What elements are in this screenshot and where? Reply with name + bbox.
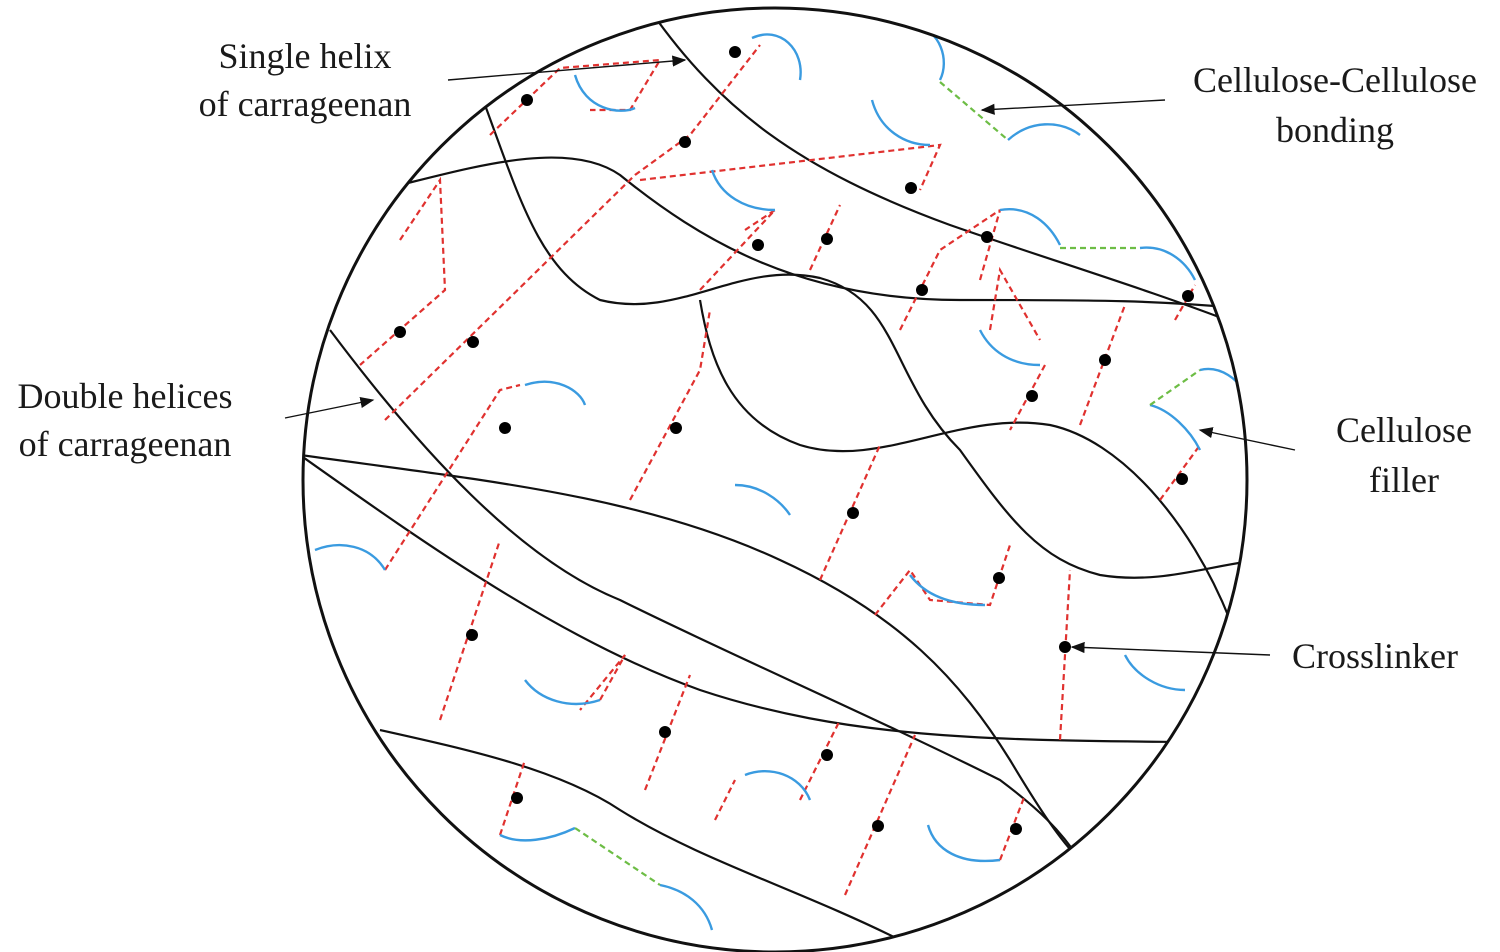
crosslinker-node — [466, 629, 478, 641]
cellulose-filler-arc — [751, 33, 802, 81]
crosslink — [978, 209, 1002, 281]
crosslink — [579, 654, 626, 711]
crosslink — [988, 266, 1041, 341]
single-helix-label: of carrageenan — [199, 84, 412, 124]
cellulose-cellulose-bonds — [574, 81, 1201, 886]
cellulose-filler-arc — [1139, 246, 1197, 281]
crosslinker-node — [847, 507, 859, 519]
cellulose-filler-arc — [909, 574, 986, 607]
cellulose-filler-arc — [524, 679, 601, 706]
cellulose-filler-arc — [573, 74, 636, 112]
crosslink — [489, 58, 663, 136]
crosslinker-node — [659, 726, 671, 738]
cellulose-filler-arc — [870, 99, 931, 147]
crosslinker-node — [679, 136, 691, 148]
crosslinker-node — [1059, 641, 1071, 653]
cellulose-filler-arc — [744, 770, 812, 801]
crosslink — [629, 309, 712, 501]
single-helix-label: Single helix — [219, 36, 392, 76]
cellulose-filler-arc — [1123, 654, 1186, 692]
double-helix-strand-d — [303, 453, 1081, 861]
cellulose-bond — [574, 827, 661, 886]
double-helix-strand-d — [303, 454, 1181, 744]
cellulose-filler-arc — [978, 329, 1041, 367]
crosslinker-node — [916, 284, 928, 296]
crosslink — [498, 759, 527, 836]
cellulose-filler-arc — [524, 380, 587, 406]
single-helix-strand-bottom — [379, 728, 901, 941]
crosslinker-pointer — [1070, 641, 1271, 656]
cellulose-filler-arc — [314, 543, 387, 571]
cellulose-filler-arc — [926, 824, 1001, 863]
cellulose-filler-arc — [710, 169, 776, 212]
crosslinker-node — [821, 233, 833, 245]
crosslink — [899, 209, 1001, 331]
crosslink — [799, 719, 841, 801]
crosslink — [384, 44, 761, 421]
crosslinker-node — [1010, 823, 1022, 835]
crosslinker-node — [467, 336, 479, 348]
cellulose-filler-arc — [1007, 123, 1081, 141]
crosslinker-node — [1099, 354, 1111, 366]
crosslink — [1159, 444, 1201, 501]
crosslink — [1058, 569, 1072, 741]
crosslinker-node — [499, 422, 511, 434]
crosslink — [1009, 364, 1046, 431]
cellulose-fillers — [314, 23, 1247, 931]
label-pointers — [284, 55, 1296, 656]
cellulose-bond — [939, 81, 1009, 141]
crosslinker-node — [993, 572, 1005, 584]
crosslinker-node — [511, 792, 523, 804]
crosslinks — [359, 44, 1201, 896]
cellulose-filler-arc — [1149, 403, 1202, 451]
cellulose-bond — [1149, 369, 1201, 406]
crosslinker-node — [752, 239, 764, 251]
crosslinker-label: Crosslinker — [1292, 636, 1458, 676]
diagram-labels: Single helix of carrageenan Cellulose-Ce… — [18, 36, 1477, 676]
crosslinker-node — [872, 820, 884, 832]
crosslinker-node — [394, 326, 406, 338]
crosslink — [1174, 284, 1196, 321]
double-helix-strand-c — [329, 329, 1081, 861]
crosslinker-nodes — [394, 46, 1194, 835]
cellulose-bonding-label: Cellulose-Cellulose — [1193, 60, 1477, 100]
double-helix-strand-a — [399, 156, 1247, 312]
cellulose-filler-pointer — [1198, 427, 1296, 451]
crosslink — [639, 143, 942, 191]
cellulose-filler-arc — [999, 208, 1062, 246]
single-helix-strand — [649, 9, 1241, 327]
crosslink — [843, 734, 917, 896]
crosslinker-node — [905, 182, 917, 194]
crosslink — [874, 544, 1012, 616]
cellulose-bonding-pointer — [980, 99, 1166, 115]
double-helix-strand-a — [483, 104, 1247, 579]
single-helix-pointer — [447, 55, 687, 81]
double-helices-label: of carrageenan — [19, 424, 232, 464]
crosslinker-node — [729, 46, 741, 58]
cellulose-filler-arc — [659, 883, 714, 931]
crosslinker-node — [1026, 390, 1038, 402]
cellulose-bonding-label: bonding — [1276, 110, 1394, 150]
crosslinker-node — [981, 231, 993, 243]
crosslinker-node — [821, 749, 833, 761]
double-helix-strand-b — [698, 299, 1232, 621]
crosslink — [714, 779, 736, 821]
network-boundary-circle — [301, 6, 1249, 952]
cellulose-filler-arc — [499, 826, 576, 842]
cellulose-filler-label: Cellulose — [1336, 410, 1472, 450]
carrageenan-strands — [303, 9, 1247, 941]
crosslinker-node — [1182, 290, 1194, 302]
crosslinker-node — [1176, 473, 1188, 485]
crosslinker-node — [521, 94, 533, 106]
cellulose-filler-label: filler — [1369, 460, 1439, 500]
crosslink — [384, 383, 521, 571]
double-helices-label: Double helices — [18, 376, 233, 416]
double-helices-pointer — [284, 397, 375, 419]
crosslink — [699, 209, 776, 291]
cellulose-filler-arc — [734, 483, 791, 516]
crosslinker-node — [670, 422, 682, 434]
